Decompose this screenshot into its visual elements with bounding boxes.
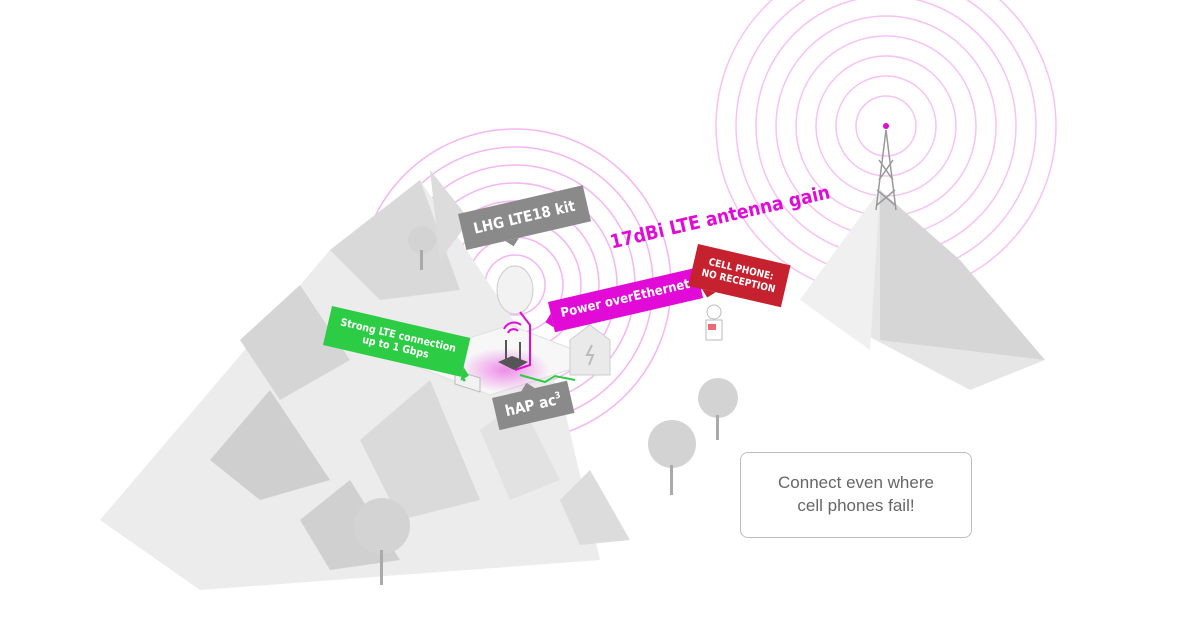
tower	[875, 129, 897, 211]
house-icon	[569, 324, 611, 376]
poe-cable	[514, 311, 531, 371]
trees	[354, 226, 738, 585]
router-superscript: 3	[553, 390, 562, 402]
mountains	[100, 170, 1045, 590]
router-name: hAP ac	[503, 390, 558, 421]
tower-beacon-icon	[883, 123, 889, 129]
tagline-line2: cell phones fail!	[797, 496, 915, 515]
antenna-dish-icon	[496, 265, 534, 315]
person-icon	[705, 304, 723, 341]
tagline-callout: Connect even where cell phones fail!	[740, 452, 972, 538]
tagline-line1: Connect even where	[778, 473, 934, 493]
wifi-icon	[503, 321, 522, 334]
router-icon	[498, 340, 528, 370]
